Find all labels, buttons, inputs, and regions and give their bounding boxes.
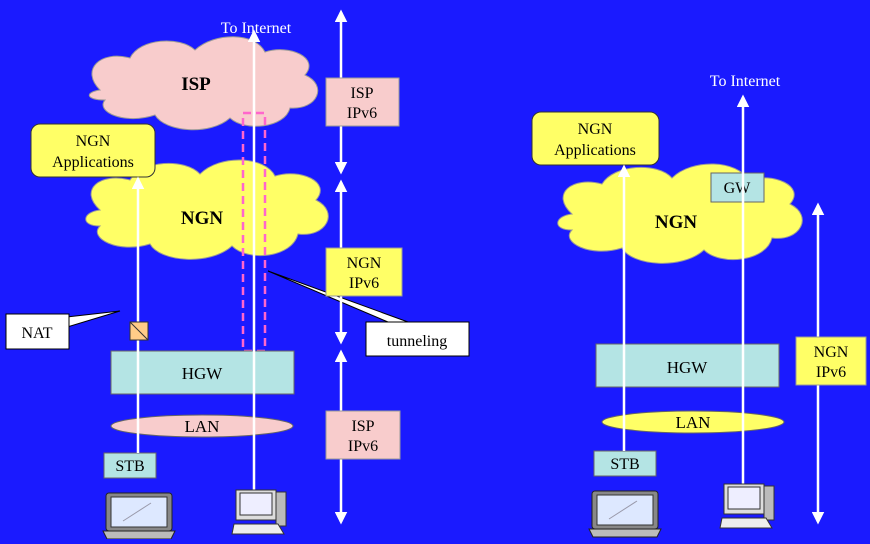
hgw-right: HGW [595, 343, 780, 388]
ngn-cloud-right: NGN [557, 163, 803, 264]
ngn-app-right-line2: Applications [554, 142, 636, 159]
stb-right-label: STB [610, 456, 639, 473]
stb-left: STB [103, 452, 157, 479]
nat-box [129, 321, 149, 341]
isp-cloud: ISP [88, 36, 319, 131]
isp-ipv6-top-label: ISP IPv6 [325, 77, 400, 127]
isp-cloud-label: ISP [181, 74, 211, 95]
hgw-left: HGW [110, 350, 295, 395]
to-internet-left-label: To Internet [221, 20, 292, 37]
ngn-applications-right: NGN Applications [531, 111, 660, 166]
ngn-ipv6-right-line2: IPv6 [816, 364, 846, 381]
isp-ipv6-top-line1: ISP [350, 85, 373, 102]
tunneling-callout-label: tunneling [387, 333, 447, 350]
isp-ipv6-bottom-line1: ISP [351, 418, 374, 435]
ngn-cloud-right-label: NGN [655, 212, 698, 233]
gw-box: GW [710, 172, 765, 203]
ngn-app-left-line2: Applications [52, 154, 134, 171]
isp-ipv6-top-line2: IPv6 [347, 105, 377, 122]
ngn-ipv6-left-line1: NGN [347, 255, 382, 272]
ngn-ipv6-label-left: NGN IPv6 [325, 247, 403, 297]
desktop-pc-icon [231, 489, 287, 535]
lan-right: LAN [601, 410, 785, 434]
isp-ipv6-bottom-label: ISP IPv6 [325, 410, 401, 460]
to-internet-right-label: To Internet [710, 73, 781, 90]
lan-right-label: LAN [676, 413, 711, 432]
nat-callout: NAT [5, 310, 121, 350]
ngn-app-right-line1: NGN [578, 121, 613, 138]
stb-left-label: STB [115, 458, 144, 475]
lan-left: LAN [110, 414, 294, 438]
ngn-app-left-line1: NGN [76, 133, 111, 150]
laptop-icon [102, 492, 176, 540]
nat-callout-label: NAT [21, 325, 52, 342]
laptop-icon-right [588, 490, 662, 538]
lan-left-label: LAN [185, 417, 220, 436]
isp-ipv6-bottom-line2: IPv6 [348, 438, 378, 455]
gw-label: GW [724, 180, 752, 197]
ngn-ipv6-left-line2: IPv6 [349, 275, 379, 292]
ngn-ipv6-label-right: NGN IPv6 [795, 336, 867, 386]
ngn-cloud-left-label: NGN [181, 208, 224, 229]
ngn-cloud-left: NGN [85, 159, 329, 260]
ngn-ipv6-right-line1: NGN [814, 344, 849, 361]
hgw-right-label: HGW [667, 358, 709, 377]
desktop-pc-icon-right [719, 483, 775, 529]
ngn-applications-left: NGN Applications [30, 123, 156, 178]
stb-right: STB [593, 450, 657, 477]
hgw-left-label: HGW [182, 364, 224, 383]
